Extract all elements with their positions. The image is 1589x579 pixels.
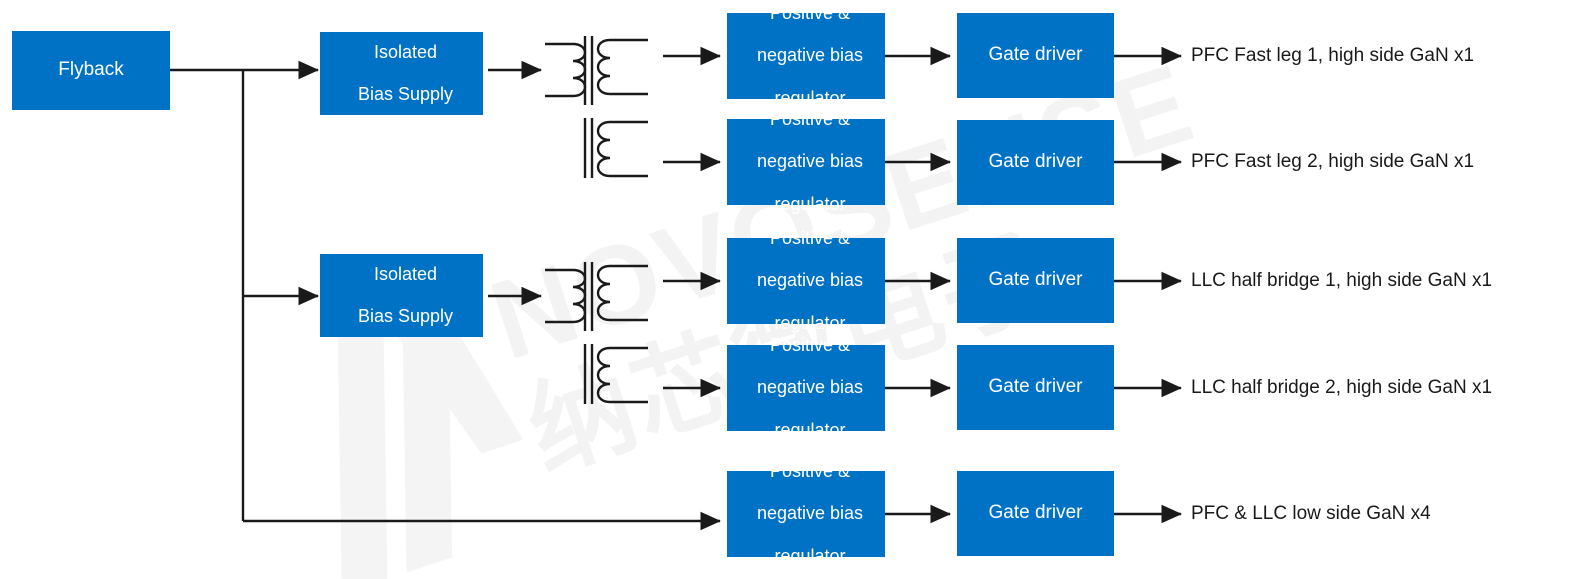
reg1-line1: Positive & — [769, 2, 851, 23]
ibs2-line1: Isolated — [373, 263, 438, 284]
xfmr1-secondary-b-coil — [596, 120, 611, 178]
block-bias-regulator-5[interactable]: Positive & negative bias regulator — [727, 461, 885, 566]
block-gate-driver-4[interactable]: Gate driver — [957, 345, 1114, 430]
xfmr1-primary-coil — [572, 42, 587, 98]
gate-driver-3-label: Gate driver — [988, 269, 1083, 291]
block-bias-regulator-1[interactable]: Positive & negative bias regulator — [727, 3, 885, 108]
reg2-line2: negative bias — [756, 151, 864, 172]
block-flyback-label: Flyback — [58, 59, 124, 81]
reg3-line2: negative bias — [756, 270, 864, 291]
reg5-line3: regulator — [774, 545, 846, 566]
block-gate-driver-5[interactable]: Gate driver — [957, 471, 1114, 556]
block-isolated-bias-supply-1[interactable]: Isolated Bias Supply — [320, 32, 483, 115]
reg1-line3: regulator — [774, 87, 846, 108]
reg4-line2: negative bias — [756, 377, 864, 398]
xfmr2-secondary-a-coil — [596, 264, 611, 322]
block-flyback[interactable]: Flyback — [12, 31, 170, 110]
xfmr2-primary-coil — [572, 268, 587, 324]
output-label-1: PFC Fast leg 1, high side GaN x1 — [1191, 45, 1475, 66]
output-label-2: PFC Fast leg 2, high side GaN x1 — [1191, 151, 1475, 172]
reg5-line1: Positive & — [769, 460, 851, 481]
reg2-line3: regulator — [774, 193, 846, 214]
ibs1-line2: Bias Supply — [357, 84, 454, 105]
block-isolated-bias-supply-2-label: Isolated Bias Supply — [320, 264, 483, 328]
xfmr1-secondary-a-coil — [596, 38, 611, 96]
reg5-line2: negative bias — [756, 503, 864, 524]
block-gate-driver-1[interactable]: Gate driver — [957, 13, 1114, 98]
output-label-3: LLC half bridge 1, high side GaN x1 — [1191, 270, 1493, 291]
reg1-line2: negative bias — [756, 45, 864, 66]
ibs1-line1: Isolated — [373, 41, 438, 62]
gate-driver-1-label: Gate driver — [988, 44, 1083, 66]
block-bias-regulator-2[interactable]: Positive & negative bias regulator — [727, 109, 885, 214]
gate-driver-5-label: Gate driver — [988, 502, 1083, 524]
reg4-line3: regulator — [774, 419, 846, 440]
block-bias-regulator-4[interactable]: Positive & negative bias regulator — [727, 335, 885, 440]
reg3-line3: regulator — [774, 312, 846, 333]
xfmr2-secondary-b-coil — [596, 346, 611, 404]
block-gate-driver-2[interactable]: Gate driver — [957, 120, 1114, 205]
reg2-line1: Positive & — [769, 108, 851, 129]
gate-driver-2-label: Gate driver — [988, 151, 1083, 173]
output-label-5: PFC & LLC low side GaN x4 — [1191, 503, 1431, 524]
block-gate-driver-3[interactable]: Gate driver — [957, 238, 1114, 323]
block-isolated-bias-supply-1-label: Isolated Bias Supply — [320, 42, 483, 106]
block-isolated-bias-supply-2[interactable]: Isolated Bias Supply — [320, 254, 483, 337]
reg3-line1: Positive & — [769, 227, 851, 248]
ibs2-line2: Bias Supply — [357, 306, 454, 327]
block-bias-regulator-3[interactable]: Positive & negative bias regulator — [727, 228, 885, 333]
output-label-4: LLC half bridge 2, high side GaN x1 — [1191, 377, 1493, 398]
reg4-line1: Positive & — [769, 334, 851, 355]
gate-driver-4-label: Gate driver — [988, 376, 1083, 398]
